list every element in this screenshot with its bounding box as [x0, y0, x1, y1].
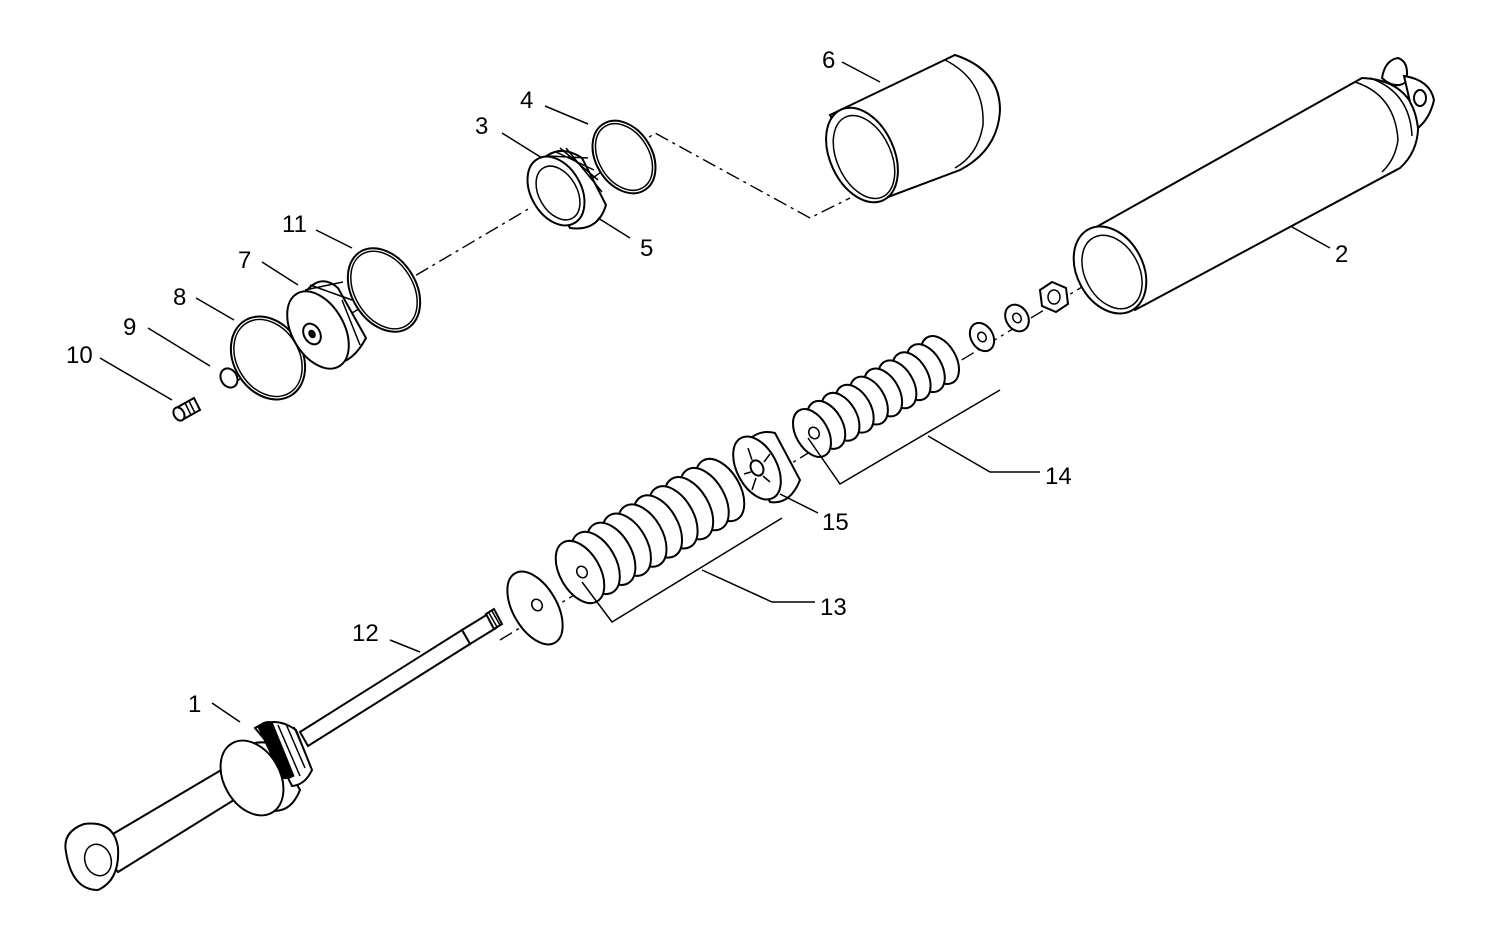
part-1-rod-end [64, 721, 314, 892]
part-7-head-cap [286, 280, 368, 370]
callout-12: 12 [352, 620, 379, 647]
disc-spring-bore [575, 565, 589, 579]
part-14-disc-spring-stack [792, 335, 960, 458]
callout-7: 7 [238, 247, 251, 274]
center-lines [229, 132, 1111, 641]
leader-lines [99, 61, 1331, 723]
callout-2: 2 [1335, 241, 1348, 268]
part-2-cylinder-body [1072, 56, 1436, 315]
part-4-o-ring [591, 119, 657, 195]
callout-labels: 1 2 3 4 5 6 7 8 9 10 11 12 13 14 15 [66, 47, 1348, 718]
base-washer [506, 570, 564, 646]
callout-1: 1 [188, 691, 201, 718]
disc-spring-bore [807, 426, 821, 440]
part-8-o-ring [229, 315, 307, 401]
part-11-large-o-ring [346, 247, 422, 333]
disc-spring [792, 408, 832, 458]
callout-4: 4 [520, 87, 533, 114]
part-15-piston [732, 431, 802, 504]
part-3-threaded-bushing [526, 147, 608, 230]
callout-15: 15 [822, 509, 849, 536]
callout-3: 3 [475, 113, 488, 140]
callout-6: 6 [822, 47, 835, 74]
callout-5: 5 [640, 235, 653, 262]
callout-9: 9 [123, 314, 136, 341]
part-6-sleeve [825, 53, 1002, 204]
callout-14: 14 [1045, 463, 1072, 490]
nut-and-washers [968, 280, 1070, 353]
callout-10: 10 [66, 342, 93, 369]
part-10-fitting [172, 396, 202, 422]
part-13-disc-spring-stack [554, 457, 746, 605]
part-9-small-o-ring [219, 367, 239, 389]
callout-13: 13 [820, 594, 847, 621]
part-12-piston-rod [298, 607, 504, 748]
callout-8: 8 [173, 284, 186, 311]
callout-11: 11 [282, 211, 307, 238]
